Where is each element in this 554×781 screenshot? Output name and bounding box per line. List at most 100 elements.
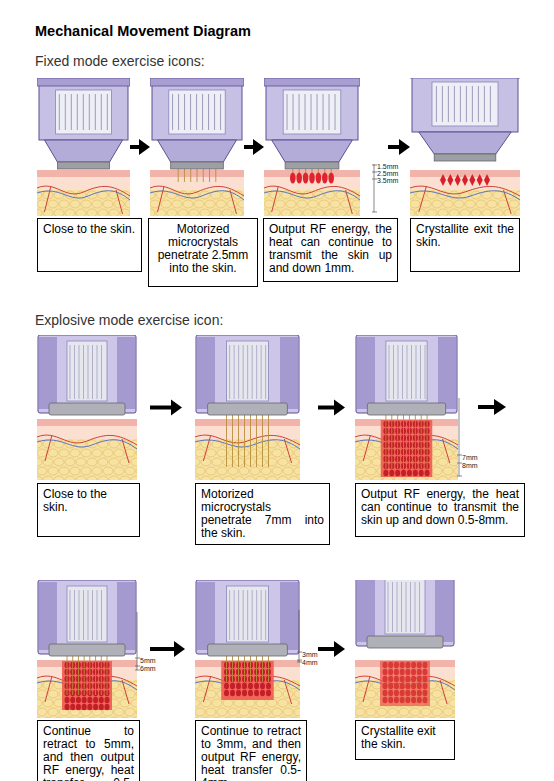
fat-cell [98, 717, 108, 718]
heat-spot [70, 697, 75, 704]
fat-cell [355, 717, 360, 718]
fat-cell [43, 717, 53, 718]
fat-cell [432, 690, 442, 698]
cartridge-nozzle [158, 140, 237, 162]
handpiece-base [208, 644, 288, 656]
fat-cell [234, 699, 244, 707]
heat-spot [405, 697, 410, 704]
handpiece-side [117, 582, 135, 650]
fat-cell [201, 699, 211, 707]
fat-cell [272, 449, 282, 457]
fat-cell [150, 209, 155, 216]
heat-spot [65, 704, 70, 711]
fat-cell [103, 467, 113, 475]
fat-cell [358, 209, 360, 216]
fat-cell [286, 200, 296, 208]
electrode-pin [466, 86, 467, 122]
fat-cell [449, 476, 458, 480]
section-heading: Explosive mode exercise icon: [35, 313, 223, 328]
fat-cell [361, 699, 371, 707]
fat-layer [150, 190, 244, 216]
fat-cell [125, 467, 135, 475]
fat-cell [476, 200, 486, 208]
heat-spot [417, 676, 422, 683]
microneedle [244, 654, 245, 682]
skin-illustration [150, 78, 244, 216]
arrow-shaft [130, 145, 140, 149]
needle-guide [256, 590, 257, 640]
skin-illustration [264, 78, 360, 216]
microneedle [107, 654, 108, 695]
needle-guide [265, 345, 266, 399]
heat-spot [266, 683, 271, 690]
needle-guide [229, 345, 230, 399]
cartridge-nozzle [272, 140, 353, 162]
fat-cell [206, 690, 216, 698]
electrode-pin [214, 94, 215, 130]
vein [37, 440, 137, 449]
arrow-head [171, 400, 182, 416]
handpiece-base [49, 403, 125, 415]
fat-cell [292, 209, 302, 216]
heat-spot [93, 697, 98, 704]
step-panel: Motorized microcrystals penetrate 7mm in… [182, 335, 318, 480]
needle-guide [74, 590, 75, 640]
microneedle [226, 654, 227, 682]
electrode-pin [71, 94, 72, 130]
needle-guide [393, 345, 394, 399]
fat-cell [195, 717, 200, 718]
handpiece-side [280, 337, 298, 409]
step-caption: Output RF energy, the heat can continue … [263, 218, 398, 282]
step-caption: Close to the skin. [37, 218, 142, 272]
needle-guide [401, 582, 402, 632]
microneedle [226, 413, 227, 467]
heat-spot [405, 683, 410, 690]
fat-cell [421, 708, 431, 716]
fat-cell [217, 708, 227, 716]
flow-arrow [130, 139, 150, 155]
fat-cell [410, 209, 415, 216]
handpiece-body [38, 335, 136, 413]
fat-cell [443, 708, 453, 716]
needle-guide [97, 590, 98, 640]
arrow-head [253, 139, 264, 155]
electrode-pin [65, 94, 66, 130]
caption-text: Continue to retract to 5mm, and then out… [43, 725, 134, 781]
fat-cell [37, 708, 47, 716]
fat-cell [227, 200, 237, 208]
microneedle [89, 654, 90, 695]
fat-cell [43, 440, 53, 448]
fat-cell [98, 458, 108, 466]
heat-spot [93, 704, 98, 711]
fat-cell [217, 467, 227, 475]
fat-cell [355, 467, 365, 475]
needle-guide [397, 345, 398, 399]
fat-cell [223, 717, 233, 718]
heat-spot [99, 697, 104, 704]
fat-cell [245, 458, 255, 466]
fat-cell [114, 449, 124, 457]
depth-bracket [457, 398, 462, 476]
needle-guide [406, 582, 407, 632]
heat-spot [417, 669, 422, 676]
needle-guide [415, 345, 416, 399]
electrode-pin [77, 94, 78, 130]
electrode-pin [59, 94, 60, 130]
fat-cell [283, 467, 293, 475]
cartridge-tip [57, 162, 109, 169]
needle-guide [406, 345, 407, 399]
fat-cell [65, 458, 75, 466]
fat-cell [366, 708, 376, 716]
vein [410, 191, 520, 200]
heat-spot [417, 683, 422, 690]
fat-cell [48, 200, 58, 208]
heat-spot [440, 174, 446, 186]
flow-arrow [318, 400, 345, 416]
fat-cell [37, 449, 47, 457]
cartridge-body [152, 78, 242, 140]
fat-cell [172, 200, 182, 208]
fat-cell [372, 458, 382, 466]
handpiece-base [367, 636, 443, 648]
fat-cell [361, 681, 371, 689]
heat-spot [407, 470, 412, 477]
